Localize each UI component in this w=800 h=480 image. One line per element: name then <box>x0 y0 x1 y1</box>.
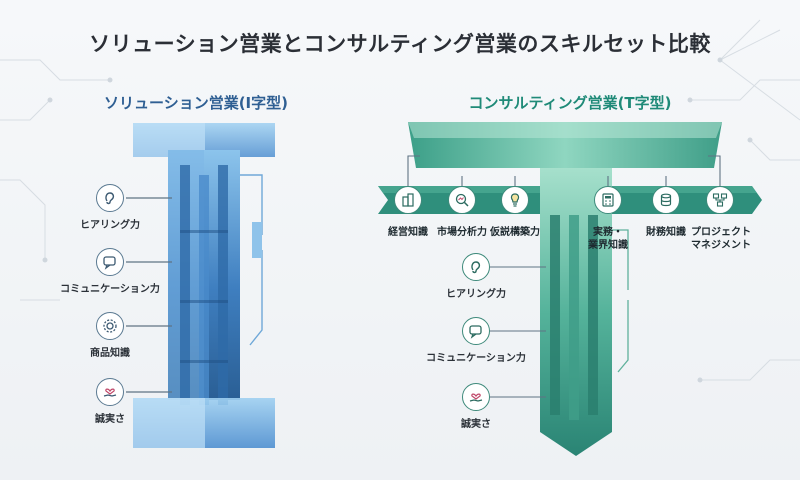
skill-label-product-knowledge: 商品知識 <box>90 348 130 359</box>
lightbulb-icon <box>501 186 529 214</box>
page-title: ソリューション営業とコンサルティング営業のスキルセット比較 <box>89 32 711 56</box>
wide-skill-finance: 財務知識 <box>646 227 686 238</box>
wide-skill-industry-knowledge: 実務・ 業界知識 <box>588 227 628 251</box>
wide-skill-project-management: プロジェクト マネジメント <box>691 227 751 251</box>
magnifier-chart-icon <box>448 186 476 214</box>
skill-label-sincerity: 誠実さ <box>95 414 125 425</box>
handshake-heart-icon <box>462 383 490 411</box>
deep-skill-label-hearing: ヒアリング力 <box>446 289 506 300</box>
ear-icon <box>96 184 124 212</box>
wide-skill-management: 経営知識 <box>388 227 428 238</box>
building-icon <box>394 186 422 214</box>
wide-skill-market-analysis: 市場分析力 <box>437 227 487 238</box>
deep-skill-label-communication: コミュニケーション力 <box>426 353 526 364</box>
handshake-heart-icon <box>96 378 124 406</box>
speech-bubble-icon <box>96 248 124 276</box>
speech-bubble-icon <box>462 317 490 345</box>
coins-icon <box>652 186 680 214</box>
gear-icon <box>96 312 124 340</box>
skill-label-communication: コミュニケーション力 <box>60 284 160 295</box>
wide-skill-hypothesis: 仮説構築力 <box>490 227 540 238</box>
ear-icon <box>462 253 490 281</box>
t-shape-heading: コンサルティング営業(T字型) <box>468 94 672 112</box>
i-shape-figure <box>126 123 275 448</box>
i-shape-heading: ソリューション営業(I字型) <box>104 94 288 112</box>
deep-skill-label-sincerity: 誠実さ <box>461 419 491 430</box>
flowchart-icon <box>706 186 734 214</box>
skill-label-hearing: ヒアリング力 <box>80 220 140 231</box>
calculator-icon <box>594 186 622 214</box>
